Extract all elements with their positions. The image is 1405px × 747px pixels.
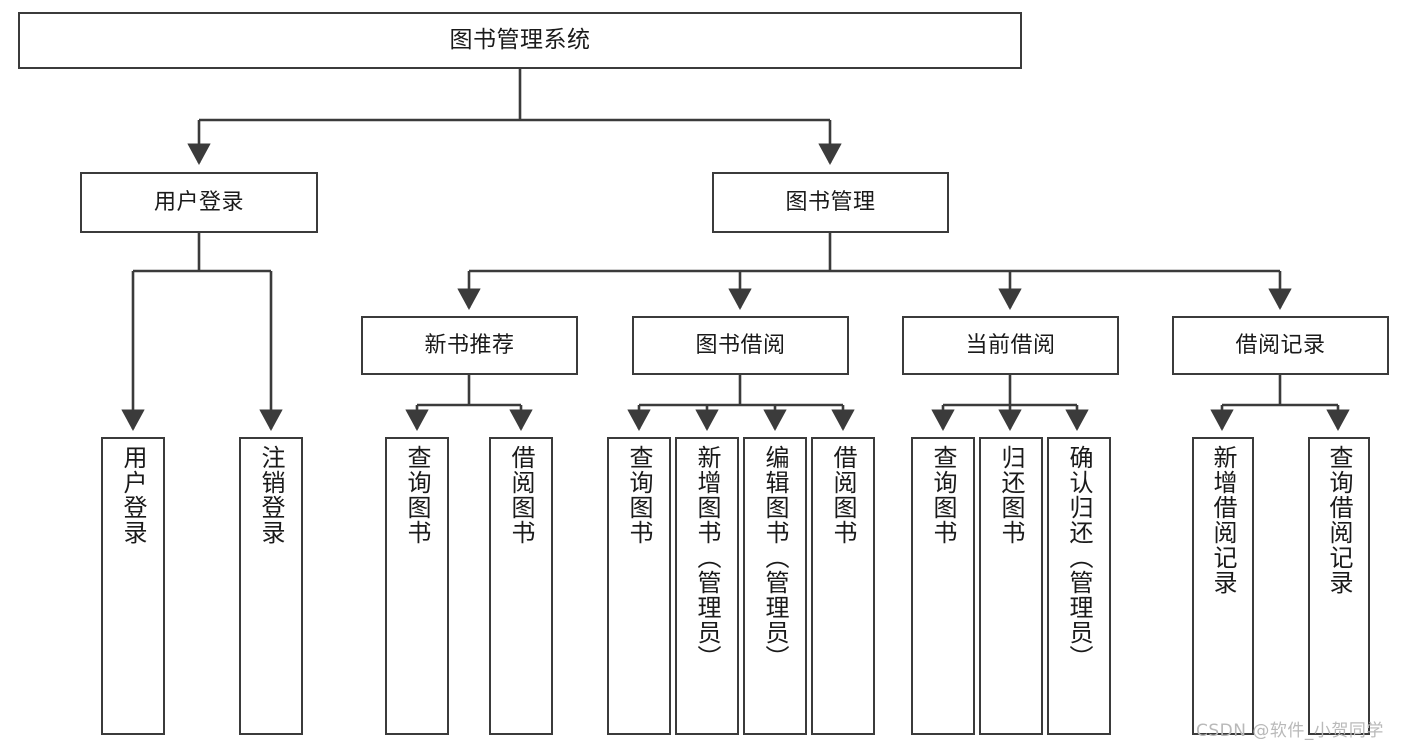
node-leaf-return-book-label: 归还图书 [997,445,1025,545]
node-leaf-query-book-2-label: 查询图书 [625,445,653,545]
node-leaf-query-book-2[interactable]: 查询图书 [607,437,671,735]
node-leaf-add-book[interactable]: 新增图书（管理员） [675,437,739,735]
node-leaf-confirm-return-label: 确认归还（管理员） [1065,445,1093,670]
node-leaf-query-book-1-label: 查询图书 [403,445,431,545]
node-borrow-record[interactable]: 借阅记录 [1172,316,1389,375]
node-leaf-logout-login[interactable]: 注销登录 [239,437,303,735]
node-root[interactable]: 图书管理系统 [18,12,1022,69]
node-book-borrow[interactable]: 图书借阅 [632,316,849,375]
node-user-login[interactable]: 用户登录 [80,172,318,233]
node-leaf-add-record[interactable]: 新增借阅记录 [1192,437,1254,735]
node-leaf-edit-book-label: 编辑图书（管理员） [761,445,789,670]
node-leaf-borrow-book-2-label: 借阅图书 [829,445,857,545]
node-borrow-record-label: 借阅记录 [1235,332,1326,358]
node-leaf-query-book-3[interactable]: 查询图书 [911,437,975,735]
node-book-borrow-label: 图书借阅 [695,332,786,358]
node-leaf-borrow-book-2[interactable]: 借阅图书 [811,437,875,735]
node-leaf-query-book-3-label: 查询图书 [929,445,957,545]
node-leaf-borrow-book-1-label: 借阅图书 [507,445,535,545]
node-leaf-add-book-label: 新增图书（管理员） [693,445,721,670]
node-leaf-logout-login-label: 注销登录 [257,445,285,545]
node-leaf-borrow-book-1[interactable]: 借阅图书 [489,437,553,735]
node-book-management[interactable]: 图书管理 [712,172,949,233]
node-leaf-user-login-label: 用户登录 [119,445,147,545]
node-leaf-return-book[interactable]: 归还图书 [979,437,1043,735]
node-user-login-label: 用户登录 [153,189,244,215]
node-new-book-recommend-label: 新书推荐 [424,332,515,358]
node-current-borrow[interactable]: 当前借阅 [902,316,1119,375]
node-book-management-label: 图书管理 [785,189,876,215]
node-new-book-recommend[interactable]: 新书推荐 [361,316,578,375]
node-leaf-query-record-label: 查询借阅记录 [1325,445,1353,595]
node-leaf-query-book-1[interactable]: 查询图书 [385,437,449,735]
node-leaf-confirm-return[interactable]: 确认归还（管理员） [1047,437,1111,735]
node-root-label: 图书管理系统 [449,27,591,54]
node-leaf-edit-book[interactable]: 编辑图书（管理员） [743,437,807,735]
node-leaf-query-record[interactable]: 查询借阅记录 [1308,437,1370,735]
node-leaf-user-login[interactable]: 用户登录 [101,437,165,735]
node-leaf-add-record-label: 新增借阅记录 [1209,445,1237,595]
node-current-borrow-label: 当前借阅 [965,332,1056,358]
csdn-watermark: CSDN @软件_小贺同学 [1196,721,1384,741]
